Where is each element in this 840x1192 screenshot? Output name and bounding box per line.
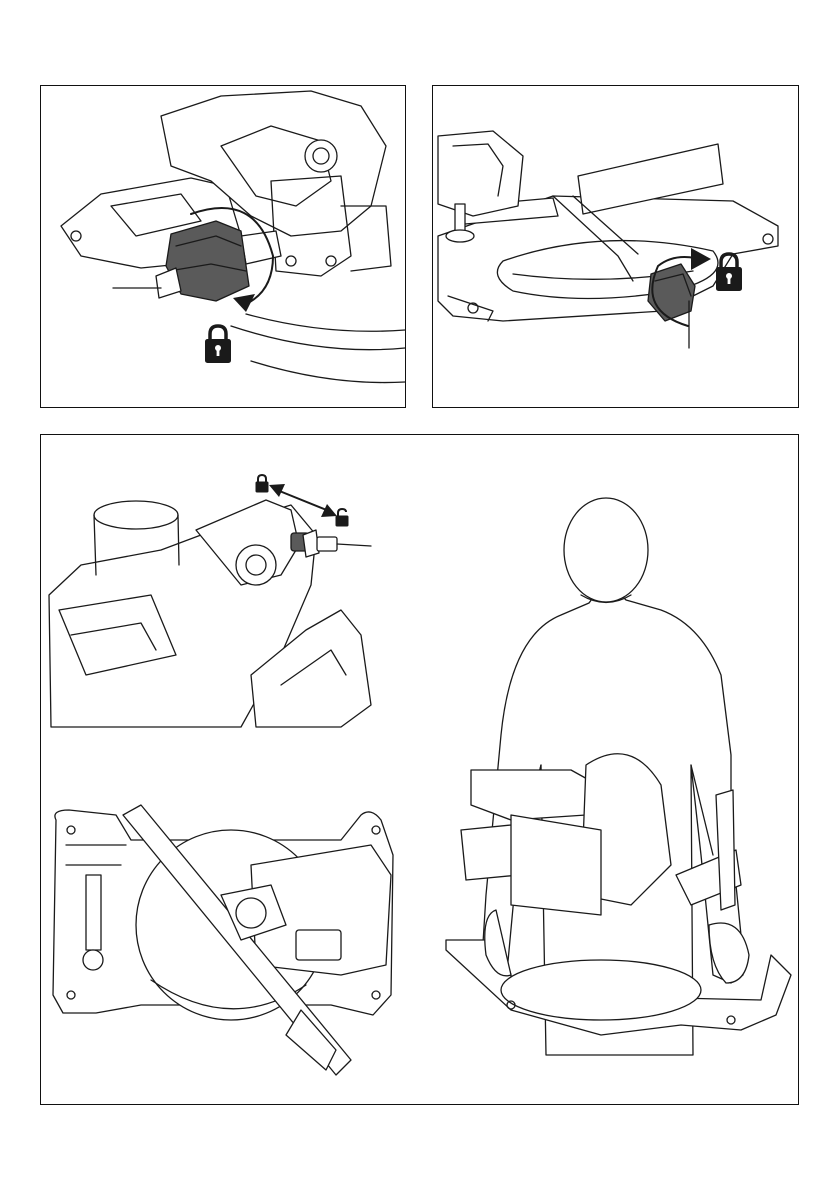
rotation-arrowhead xyxy=(233,294,255,312)
pivot-bolt xyxy=(305,140,337,172)
carried-handle xyxy=(471,770,589,820)
padlock-locked-icon xyxy=(256,475,269,493)
lock-pin-detail xyxy=(49,475,371,727)
figure-panel-top-left xyxy=(40,85,406,408)
turntable-edge xyxy=(231,326,405,350)
person-head xyxy=(564,498,648,602)
carried-motor xyxy=(461,825,519,880)
vise-clamp xyxy=(86,875,101,950)
motor-cap xyxy=(94,501,178,529)
saw-head xyxy=(438,131,523,216)
carried-arm xyxy=(511,815,601,915)
figure-panel-top-right xyxy=(432,85,799,408)
padlock-locked-icon xyxy=(205,326,231,363)
carried-turntable xyxy=(501,960,701,1020)
callout-leader-line xyxy=(337,544,371,546)
turntable-inner-edge xyxy=(246,314,405,331)
saw-top-view xyxy=(53,805,393,1075)
lock-pin xyxy=(317,537,337,551)
miter-saw-front-knob-illustration xyxy=(433,86,798,407)
person-carrying-saw xyxy=(446,498,791,1055)
miter-saw-knob-illustration xyxy=(41,86,405,407)
base-lower-edge xyxy=(251,361,405,383)
knob-stem xyxy=(156,268,181,298)
pivot-bolt xyxy=(236,545,276,585)
figure-panel-bottom xyxy=(40,434,799,1105)
carrying-illustration xyxy=(41,435,798,1104)
padlock-unlocked-icon xyxy=(336,509,349,527)
